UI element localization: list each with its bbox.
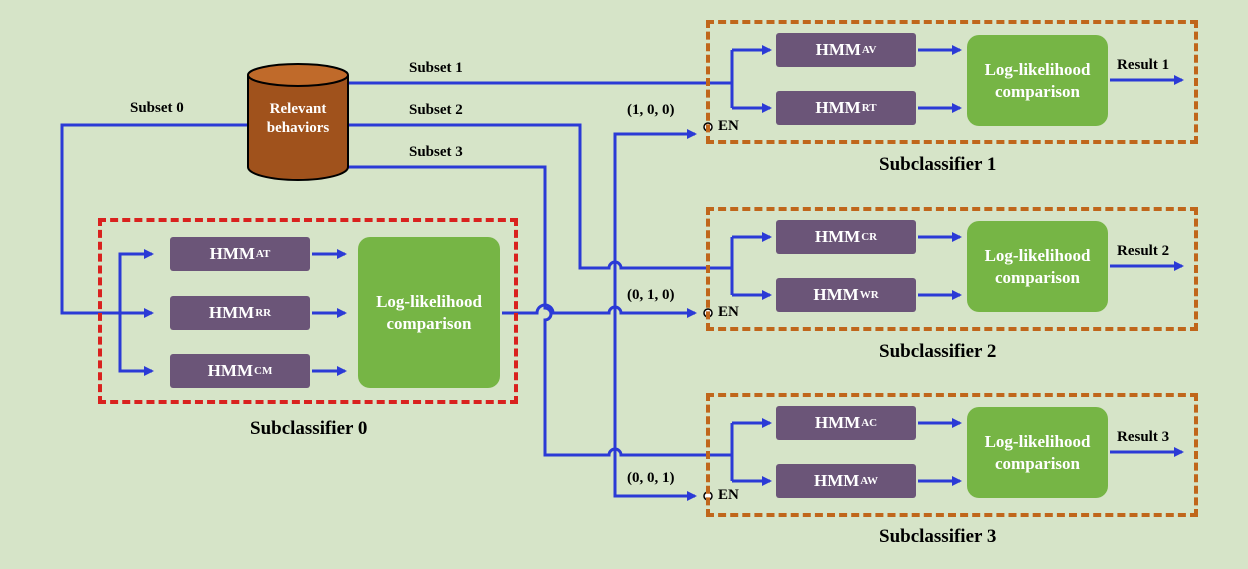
en-label-3: EN: [718, 487, 739, 503]
comparison-line2: comparison: [995, 81, 1080, 101]
comparison-line2: comparison: [995, 453, 1080, 473]
result-1-label: Result 1: [1117, 57, 1170, 73]
hmm-prefix: HMM: [209, 244, 255, 263]
hmm-subscript: AC: [861, 417, 878, 429]
comparison-box-0: Log-likelihood comparison: [358, 237, 500, 388]
database-cylinder-icon: [247, 63, 349, 181]
subset-2-label: Subset 2: [409, 102, 463, 118]
subset-1-label: Subset 1: [409, 60, 463, 76]
en-label-2: EN: [718, 304, 739, 320]
hmm-prefix: HMM: [207, 361, 253, 380]
hmm-prefix: HMM: [814, 227, 861, 246]
database-label-line1: Relevant: [269, 101, 327, 117]
hmm-prefix: HMM: [815, 40, 861, 59]
subset-3-label: Subset 3: [409, 144, 463, 160]
hmm-subscript: WR: [859, 289, 879, 301]
hmm-subscript: AV: [861, 44, 877, 56]
subclassifier-3-title: Subclassifier 3: [879, 526, 997, 547]
enable-code-2: (0, 1, 0): [627, 287, 675, 303]
enable-code-1: (1, 0, 0): [627, 102, 675, 118]
hmm-prefix: HMM: [815, 98, 861, 117]
database-label: Relevant behaviors: [250, 100, 346, 138]
subclassifier-1-title: Subclassifier 1: [879, 154, 997, 175]
comparison-line1: Log-likelihood: [376, 291, 482, 311]
result-2-label: Result 2: [1117, 243, 1170, 259]
subclassifier-2-group: [706, 207, 1198, 331]
hmm-subscript: CR: [861, 231, 878, 243]
subclassifier-2-title: Subclassifier 2: [879, 341, 997, 362]
comparison-line2: comparison: [386, 313, 472, 333]
subset-0-label: Subset 0: [130, 100, 184, 116]
comparison-box-2: Log-likelihood comparison: [967, 221, 1108, 312]
comparison-box-3: Log-likelihood comparison: [967, 407, 1108, 498]
subclassifier-0-group: [98, 218, 518, 404]
hmm-subscript: AW: [860, 475, 879, 487]
en-label-1: EN: [718, 118, 739, 134]
subclassifier-0-title: Subclassifier 0: [250, 418, 368, 439]
hmm-prefix: HMM: [813, 285, 859, 304]
comparison-box-1: Log-likelihood comparison: [967, 35, 1108, 126]
hmm-prefix: HMM: [208, 303, 255, 322]
enable-code-3: (0, 0, 1): [627, 470, 675, 486]
comparison-line1: Log-likelihood: [984, 245, 1091, 265]
hmm-prefix: HMM: [813, 471, 860, 490]
hmm-subscript: AT: [255, 248, 271, 260]
subclassifier-3-group: [706, 393, 1198, 517]
hmm-subscript: CM: [254, 365, 273, 377]
hmm-prefix: HMM: [814, 413, 861, 432]
subclassifier-1-group: [706, 20, 1198, 144]
comparison-line1: Log-likelihood: [984, 59, 1091, 79]
hmm-subscript: RT: [861, 102, 877, 114]
hmm-subscript: RR: [255, 307, 272, 319]
comparison-line1: Log-likelihood: [984, 431, 1091, 451]
result-3-label: Result 3: [1117, 429, 1170, 445]
comparison-line2: comparison: [995, 267, 1080, 287]
database-label-line2: behaviors: [266, 120, 330, 136]
